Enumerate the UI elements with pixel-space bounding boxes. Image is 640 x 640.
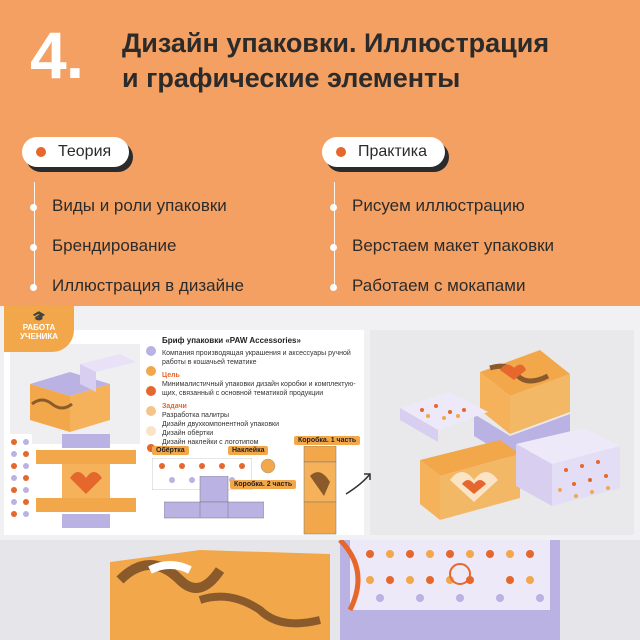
- task-item: Дизайн наклейки с логотипом: [162, 439, 259, 446]
- brief-title: Бриф упаковки «PAW Accessories»: [162, 336, 301, 345]
- task-item: Дизайн обёртки: [162, 430, 214, 437]
- dot-icon: [30, 284, 37, 291]
- practice-pill: Практика: [322, 137, 445, 167]
- brief-slide: Бриф упаковки «PAW Accessories» Компания…: [4, 330, 364, 535]
- sticker-icon: [260, 458, 276, 474]
- divider-line: [34, 182, 35, 288]
- badge-line-1: РАБОТА: [22, 323, 56, 332]
- goal-text: Минималистичный упаковки дизайн коробки …: [162, 381, 356, 397]
- graduation-cap-icon: 🎓: [32, 311, 46, 323]
- paw-palette-icon: [146, 346, 156, 452]
- module-number: 4.: [30, 18, 84, 92]
- dot-icon: [330, 204, 337, 211]
- theory-pill: Теория: [22, 137, 130, 167]
- task-item: Разработка палитры: [162, 412, 230, 419]
- arrow-icon: [345, 473, 371, 495]
- student-work-badge: 🎓 РАБОТА УЧЕНИКА: [4, 306, 74, 352]
- practice-label: Практика: [358, 143, 427, 160]
- title-line-1: Дизайн упаковки. Иллюстрация: [122, 28, 550, 58]
- pattern-swatch: [8, 434, 32, 524]
- dot-icon: [30, 244, 37, 251]
- bullet-icon: [336, 147, 346, 157]
- closeup-mockup: [0, 540, 640, 640]
- tasks-label: Задачи: [162, 403, 187, 410]
- divider-line: [334, 182, 335, 288]
- box-mockup-image: [10, 344, 140, 444]
- badge-line-2: УЧЕНИКА: [19, 332, 59, 341]
- sticker-label: Наклейка: [228, 446, 269, 455]
- box-mockup-image: [370, 330, 634, 535]
- dot-icon: [330, 284, 337, 291]
- box-part2-dieline: [164, 476, 264, 519]
- brief-description: Компания производящая украшения и аксесс…: [162, 350, 351, 366]
- task-item: Дизайн двухкомпонентной упаковки: [162, 421, 280, 428]
- box-dieline: [36, 434, 136, 528]
- title-line-2: и графические элементы: [122, 63, 461, 93]
- dot-icon: [330, 244, 337, 251]
- goal-label: Цель: [162, 372, 180, 379]
- box-part1-dieline: [303, 446, 337, 535]
- bullet-icon: [36, 147, 46, 157]
- module-title: Дизайн упаковки. Иллюстрация и графическ…: [122, 26, 622, 96]
- box-part2-label: Коробка. 2 часть: [230, 480, 297, 489]
- mockup-render: [370, 330, 634, 535]
- dot-icon: [30, 204, 37, 211]
- theory-label: Теория: [58, 143, 112, 160]
- box-part1-label: Коробка. 1 часть: [294, 436, 361, 445]
- box-closeup-image: [0, 540, 640, 640]
- hero-section: 4. Дизайн упаковки. Иллюстрация и графич…: [0, 0, 640, 306]
- wrap-label: Обёртка: [152, 446, 189, 455]
